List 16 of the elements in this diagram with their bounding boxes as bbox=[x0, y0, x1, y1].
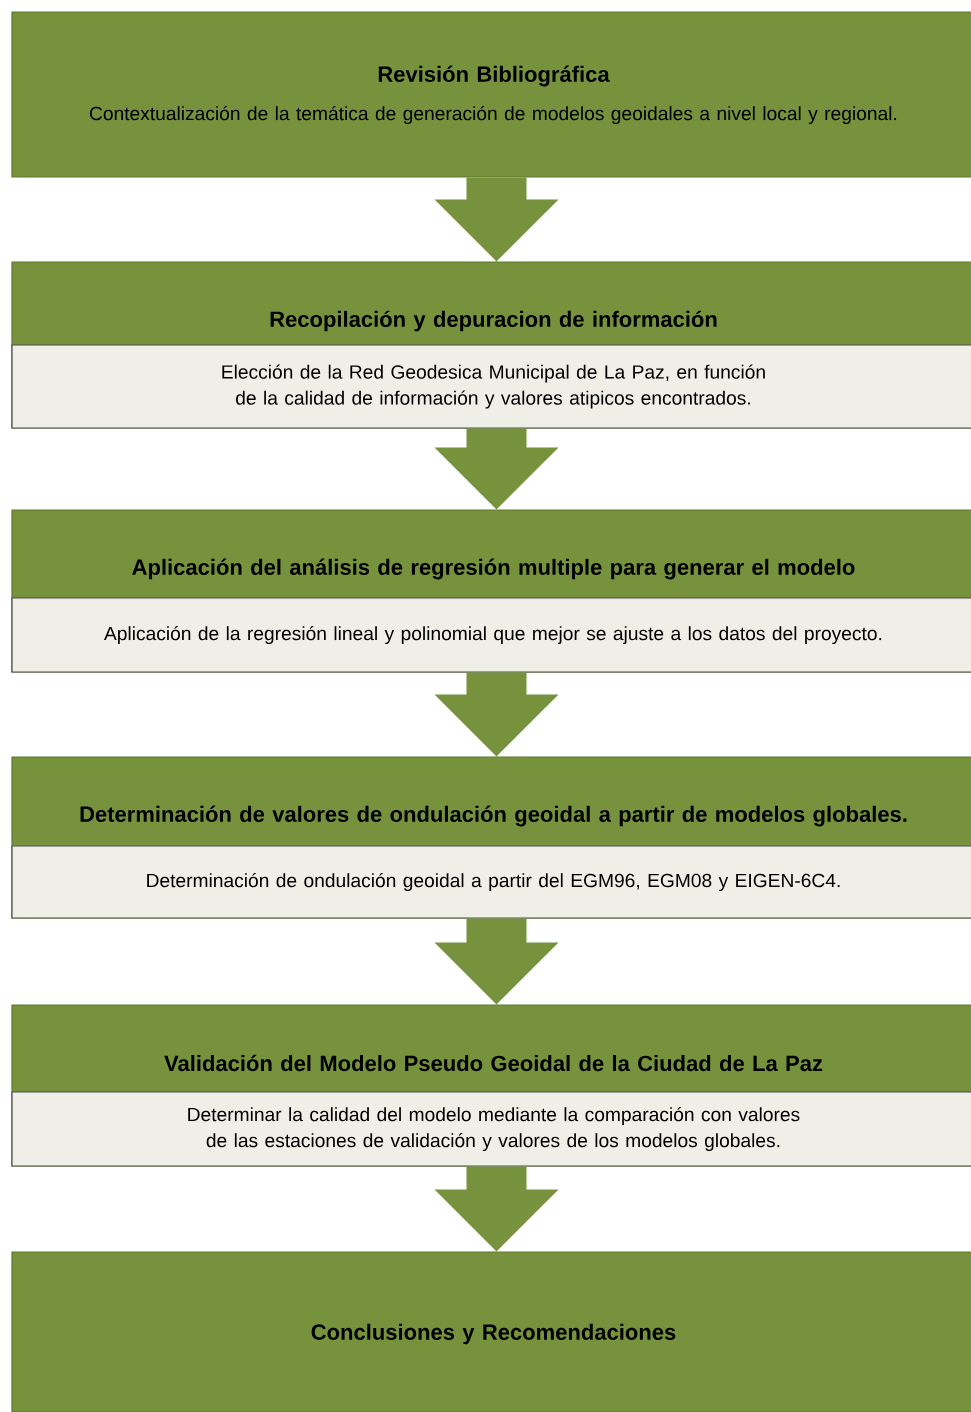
step-heading: Aplicación del análisis de regresión multiple para generar el modelo bbox=[132, 558, 855, 580]
block-arrow bbox=[434, 428, 559, 510]
step-heading: Conclusiones y Recomendaciones bbox=[311, 1323, 676, 1345]
step-description: Contextualización de la temática de generación de modelos geoidales a nivel local y regional. bbox=[89, 105, 897, 125]
step-heading: Determinación de valores de ondulación geoidal a partir de modelos globales. bbox=[80, 805, 907, 827]
block-arrow bbox=[434, 672, 559, 757]
step-description: Aplicación de la regresión lineal y polinomial que mejor se ajuste a los datos del proyecto. bbox=[104, 625, 882, 645]
step-description: Elección de la Red Geodesica Municipal de La Paz, en función de la calidad de información y valores atipicos encontrados. bbox=[222, 364, 765, 409]
step-heading: Revisión Bibliográfica bbox=[378, 65, 610, 87]
step-heading: Validación del Modelo Pseudo Geoidal de la Ciudad de La Paz bbox=[164, 1054, 823, 1072]
block-arrow bbox=[434, 177, 559, 262]
step-description: Determinar la calidad del modelo mediante la comparación con valores de las estaciones de validación y valores de los modelos globales. bbox=[188, 1106, 800, 1152]
step-heading: Recopilación y depuracion de información bbox=[270, 310, 717, 332]
step-description: Determinación de ondulación geoidal a partir del EGM96, EGM08 y EIGEN-6C4. bbox=[147, 872, 840, 892]
block-arrow bbox=[434, 1166, 559, 1252]
block-arrow bbox=[434, 918, 559, 1005]
